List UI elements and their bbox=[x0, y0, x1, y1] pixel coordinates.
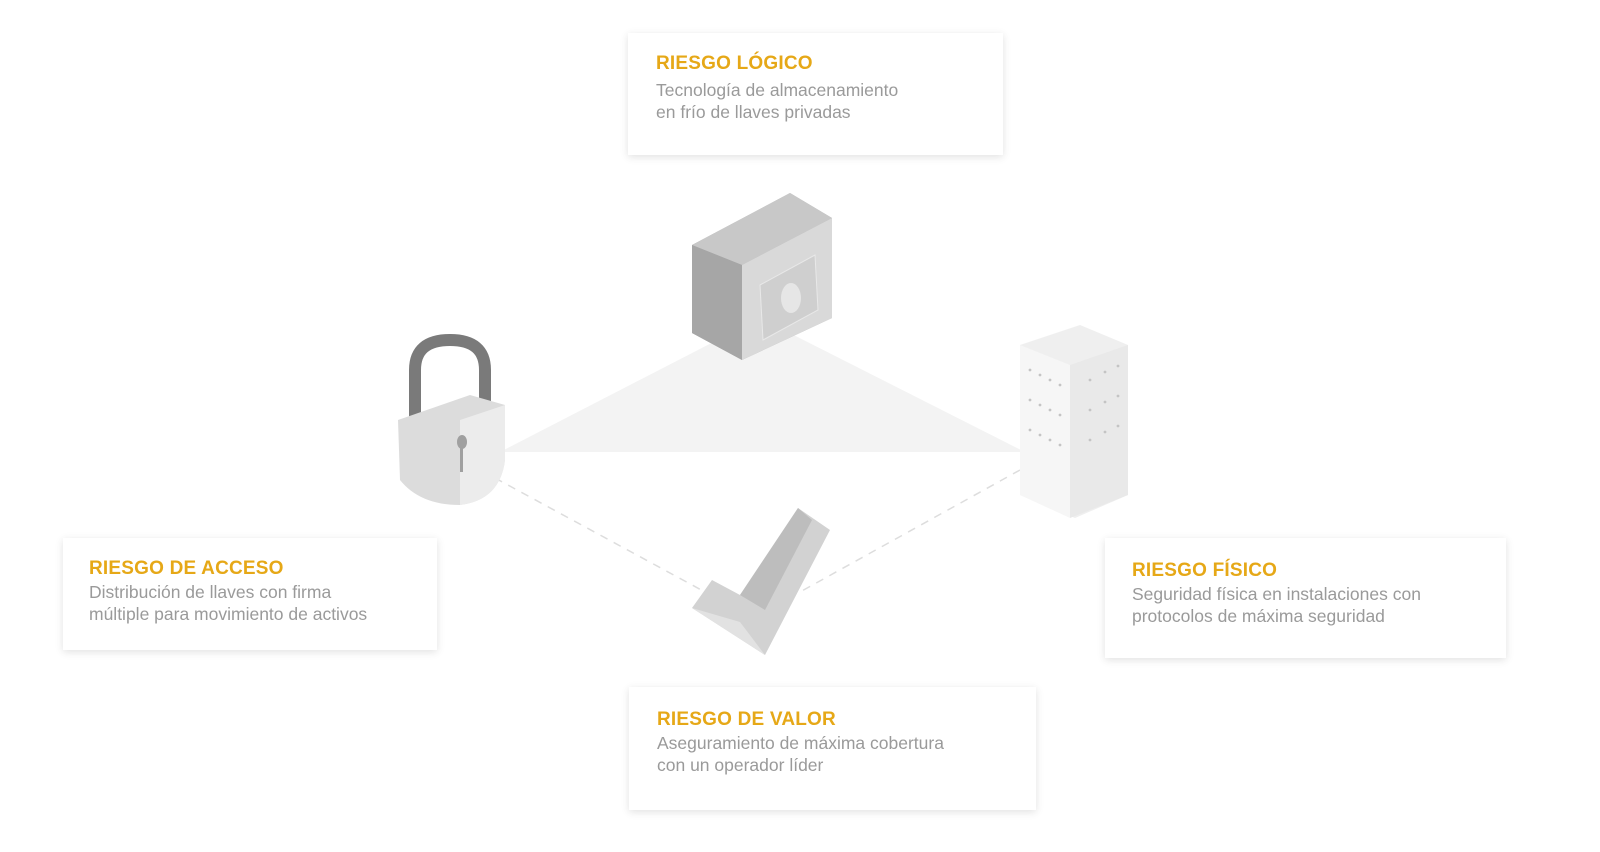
card-description-line: Distribución de llaves con firma bbox=[89, 582, 332, 602]
card-riesgo-logico: RIESGO LÓGICO Tecnología de almacenamien… bbox=[628, 33, 1003, 155]
card-description-line: múltiple para movimiento de activos bbox=[89, 604, 368, 624]
card-description-line: Seguridad física en instalaciones con bbox=[1132, 584, 1421, 604]
card-description-line: Tecnología de almacenamiento bbox=[656, 80, 899, 100]
server-icon bbox=[1020, 325, 1128, 518]
card-riesgo-valor: RIESGO DE VALOR Aseguramiento de máxima … bbox=[629, 687, 1036, 810]
card-riesgo-acceso: RIESGO DE ACCESO Distribución de llaves … bbox=[63, 538, 437, 650]
card-title: RIESGO DE ACCESO bbox=[89, 558, 284, 579]
card-title: RIESGO DE VALOR bbox=[657, 709, 836, 730]
card-title: RIESGO FÍSICO bbox=[1132, 560, 1278, 581]
safe-icon bbox=[692, 193, 832, 360]
card-description-line: en frío de llaves privadas bbox=[656, 102, 851, 122]
card-riesgo-fisico: RIESGO FÍSICO Seguridad física en instal… bbox=[1105, 538, 1506, 658]
checkmark-icon bbox=[692, 508, 830, 655]
padlock-icon bbox=[398, 333, 505, 505]
dashed-connector-left bbox=[494, 477, 706, 593]
card-description-line: Aseguramiento de máxima cobertura bbox=[657, 733, 944, 753]
connection-triangle bbox=[500, 318, 1025, 452]
dashed-connector-right bbox=[799, 469, 1021, 593]
card-description-line: protocolos de máxima seguridad bbox=[1132, 606, 1385, 626]
card-title: RIESGO LÓGICO bbox=[656, 53, 813, 74]
card-description-line: con un operador líder bbox=[657, 755, 824, 775]
